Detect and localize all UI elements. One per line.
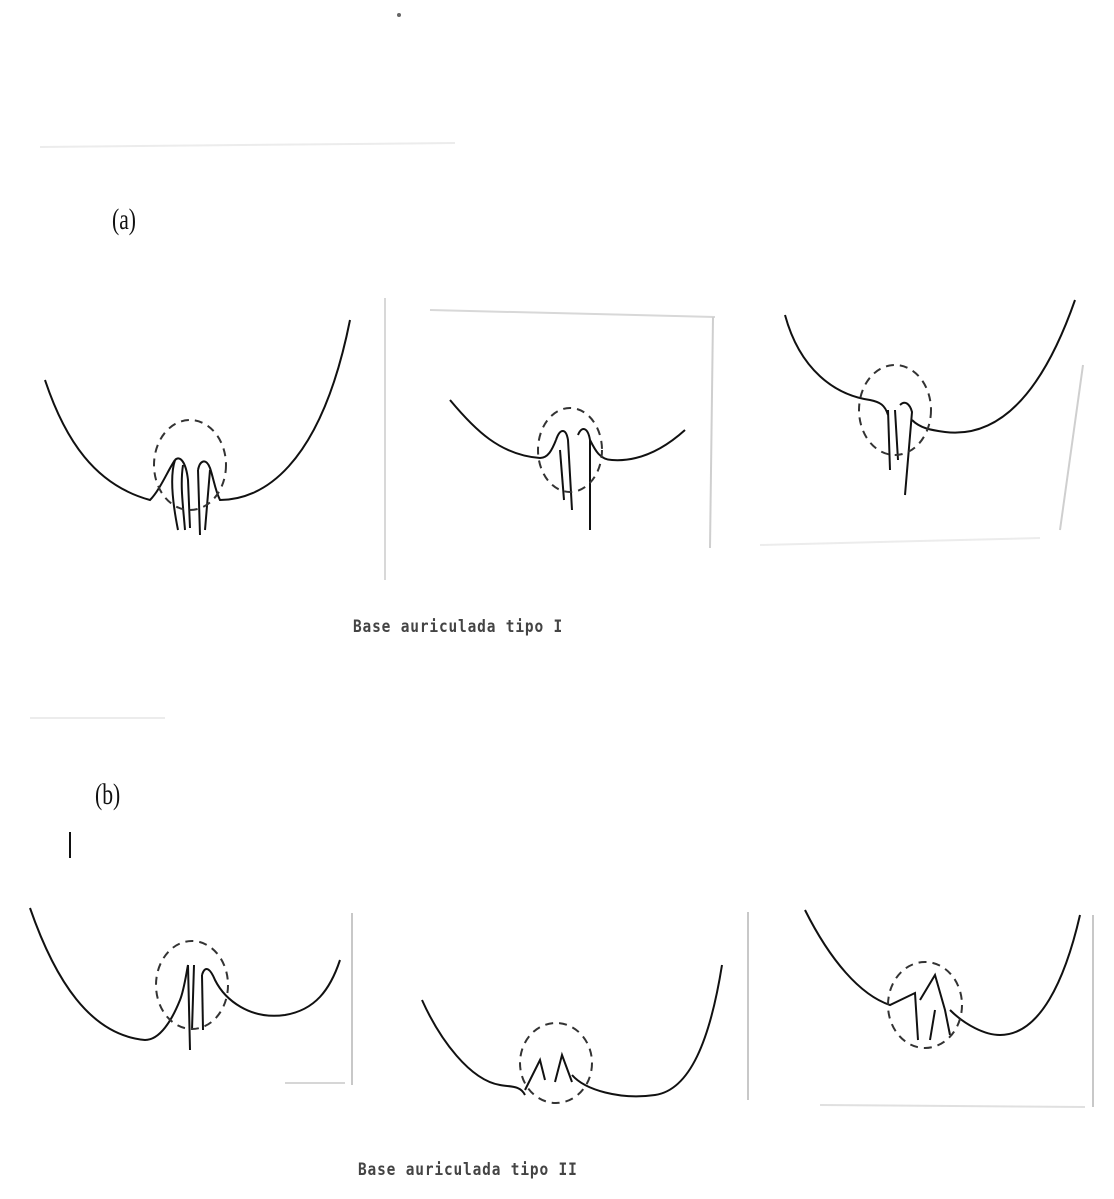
figure-b2 xyxy=(422,965,722,1103)
scan-artifacts xyxy=(30,13,1093,1107)
figure-a2 xyxy=(450,400,685,530)
section-b-label: (b) xyxy=(95,778,120,812)
section-a-caption: Base auriculada tipo I xyxy=(353,617,563,637)
figure-a1 xyxy=(45,320,350,535)
figure-b1 xyxy=(30,908,340,1050)
section-a-label: (a) xyxy=(112,203,136,237)
figure-b3 xyxy=(805,910,1080,1048)
figure-a3 xyxy=(785,300,1075,495)
section-b-caption: Base auriculada tipo II xyxy=(358,1160,578,1180)
